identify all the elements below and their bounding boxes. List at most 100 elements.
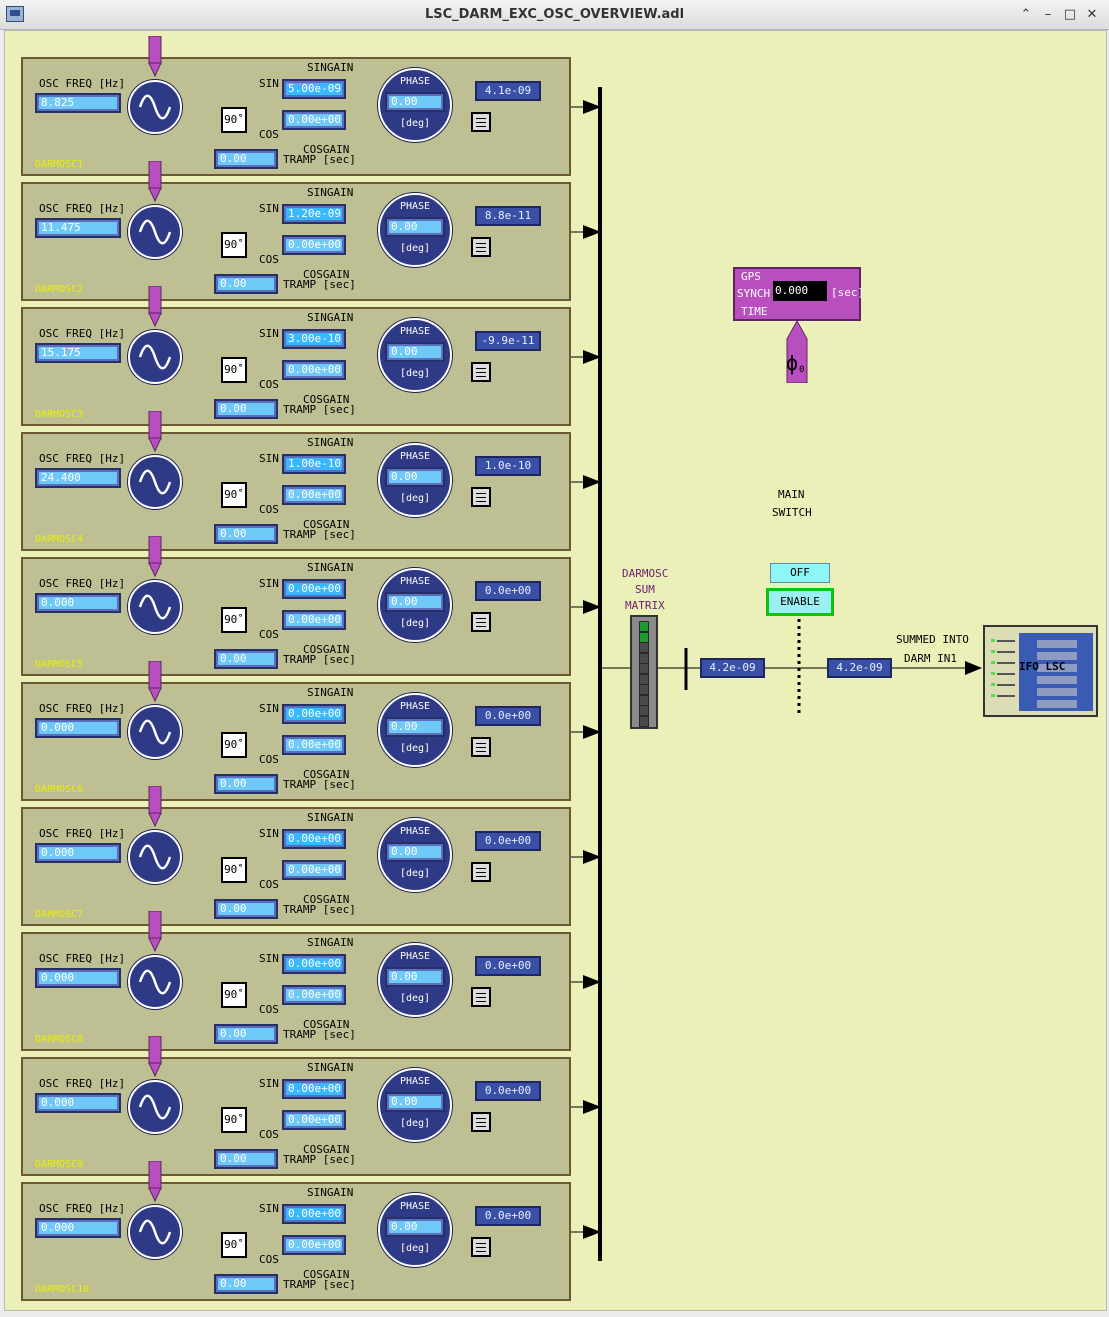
enable-button[interactable]: ENABLE [766, 588, 834, 616]
cosgain-field[interactable]: 0.00e+00 [282, 1235, 346, 1255]
phase-field[interactable]: 0.00 [385, 217, 445, 237]
tramp-field-value: 0.00 [218, 528, 274, 540]
hold-icon[interactable] [471, 487, 491, 507]
excitation-arrow-icon[interactable] [148, 35, 162, 78]
singain-field[interactable]: 0.00e+00 [282, 829, 346, 849]
osc-freq-field[interactable]: 0.000 [35, 1093, 121, 1113]
osc-freq-field[interactable]: 0.000 [35, 718, 121, 738]
close-icon[interactable]: ✕ [1086, 7, 1098, 22]
cosgain-field[interactable]: 0.00e+00 [282, 610, 346, 630]
singain-field[interactable]: 1.00e-10 [282, 454, 346, 474]
tramp-field[interactable]: 0.00 [214, 149, 278, 169]
sine-generator-icon [128, 330, 182, 384]
cosgain-field[interactable]: 0.00e+00 [282, 1110, 346, 1130]
tramp-field[interactable]: 0.00 [214, 774, 278, 794]
singain-field[interactable]: 3.00e-10 [282, 329, 346, 349]
phi-zero-icon[interactable] [785, 319, 809, 384]
osc-freq-field[interactable]: 0.000 [35, 1218, 121, 1238]
ifo-lsc-button[interactable]: IFO LSC [983, 625, 1098, 717]
tramp-field[interactable]: 0.00 [214, 1274, 278, 1294]
app-icon[interactable] [6, 6, 24, 22]
phase-field[interactable]: 0.00 [385, 467, 445, 487]
ifo-row-indicator [991, 639, 995, 642]
oscillator-name: DARMOSC6 [35, 784, 84, 795]
sum-matrix-column[interactable] [630, 615, 658, 729]
tramp-field[interactable]: 0.00 [214, 1024, 278, 1044]
excitation-arrow-icon[interactable] [148, 660, 162, 703]
hold-icon[interactable] [471, 237, 491, 257]
hold-icon[interactable] [471, 1237, 491, 1257]
hold-icon[interactable] [471, 112, 491, 132]
hold-icon[interactable] [471, 987, 491, 1007]
gps-time-field[interactable]: 0.000 [773, 281, 827, 301]
phase-field[interactable]: 0.00 [385, 842, 445, 862]
excitation-arrow-icon[interactable] [148, 160, 162, 203]
phase-label: PHASE [399, 201, 431, 212]
cosgain-field[interactable]: 0.00e+00 [282, 110, 346, 130]
phase-field[interactable]: 0.00 [385, 592, 445, 612]
phase-field[interactable]: 0.00 [385, 967, 445, 987]
osc-freq-field[interactable]: 0.000 [35, 968, 121, 988]
cosgain-field[interactable]: 0.00e+00 [282, 735, 346, 755]
excitation-arrow-icon[interactable] [148, 535, 162, 578]
cosgain-field[interactable]: 0.00e+00 [282, 485, 346, 505]
excitation-arrow-icon[interactable] [148, 1035, 162, 1078]
cosgain-field[interactable]: 0.00e+00 [282, 235, 346, 255]
cosgain-field-value: 0.00e+00 [286, 739, 342, 751]
tramp-field[interactable]: 0.00 [214, 899, 278, 919]
matrix-cell [639, 705, 649, 716]
hold-icon[interactable] [471, 737, 491, 757]
chevron-up-icon[interactable]: ⌃ [1020, 7, 1032, 22]
tramp-field[interactable]: 0.00 [214, 399, 278, 419]
osc-freq-field[interactable]: 15.175 [35, 343, 121, 363]
tramp-field[interactable]: 0.00 [214, 649, 278, 669]
singain-field[interactable]: 1.20e-09 [282, 204, 346, 224]
maximize-icon[interactable]: □ [1063, 7, 1077, 22]
synch-label: SYNCH [737, 287, 771, 300]
deg-label: [deg] [399, 1118, 431, 1129]
osc-freq-field[interactable]: 8.825 [35, 93, 121, 113]
hold-icon[interactable] [471, 612, 491, 632]
tramp-field[interactable]: 0.00 [214, 274, 278, 294]
singain-field[interactable]: 0.00e+00 [282, 704, 346, 724]
excitation-arrow-icon[interactable] [148, 285, 162, 328]
singain-field[interactable]: 0.00e+00 [282, 954, 346, 974]
osc-freq-field[interactable]: 0.000 [35, 593, 121, 613]
excitation-arrow-icon[interactable] [148, 910, 162, 953]
tramp-field[interactable]: 0.00 [214, 524, 278, 544]
phase-field[interactable]: 0.00 [385, 92, 445, 112]
singain-field[interactable]: 0.00e+00 [282, 1204, 346, 1224]
sin-label: SIN [259, 202, 279, 215]
phase-field[interactable]: 0.00 [385, 717, 445, 737]
excitation-arrow-icon[interactable] [148, 1160, 162, 1203]
phase-field-value: 0.00 [389, 971, 441, 983]
excitation-arrow-icon[interactable] [148, 785, 162, 828]
cosgain-field[interactable]: 0.00e+00 [282, 360, 346, 380]
hold-icon[interactable] [471, 862, 491, 882]
phase-field[interactable]: 0.00 [385, 342, 445, 362]
phase-field[interactable]: 0.00 [385, 1092, 445, 1112]
cos-label: COS [259, 503, 279, 516]
cosgain-field[interactable]: 0.00e+00 [282, 985, 346, 1005]
tramp-field[interactable]: 0.00 [214, 1149, 278, 1169]
tramp-label: TRAMP [sec] [283, 653, 356, 666]
phase-field[interactable]: 0.00 [385, 1217, 445, 1237]
cos-label: COS [259, 253, 279, 266]
cosgain-field[interactable]: 0.00e+00 [282, 860, 346, 880]
hold-icon[interactable] [471, 362, 491, 382]
singain-label: SINGAIN [307, 311, 354, 324]
osc-freq-field[interactable]: 11.475 [35, 218, 121, 238]
phi-subscript: 0 [799, 365, 805, 375]
osc-freq-field[interactable]: 0.000 [35, 843, 121, 863]
off-button[interactable]: OFF [770, 563, 830, 583]
osc-freq-label: OSC FREQ [Hz] [39, 577, 126, 590]
hold-icon[interactable] [471, 1112, 491, 1132]
osc-freq-field[interactable]: 24.400 [35, 468, 121, 488]
singain-field[interactable]: 0.00e+00 [282, 579, 346, 599]
singain-field[interactable]: 5.00e-09 [282, 79, 346, 99]
singain-field[interactable]: 0.00e+00 [282, 1079, 346, 1099]
excitation-arrow-icon[interactable] [148, 410, 162, 453]
minimize-icon[interactable]: – [1044, 7, 1052, 22]
